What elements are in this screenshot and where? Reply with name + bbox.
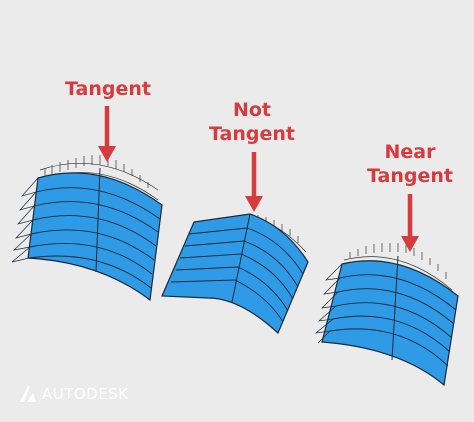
label-tangent: Tangent	[58, 77, 158, 101]
label-near-tangent: Near Tangent	[358, 140, 462, 188]
label-not-tangent-line1: Not	[232, 99, 272, 121]
arrow-near-tangent	[401, 194, 419, 252]
autodesk-logo: AUTODESK	[18, 385, 129, 403]
autodesk-wordmark: AUTODESK	[42, 385, 129, 403]
surface-tangent	[11, 155, 163, 302]
label-near-tangent-line2: Tangent	[367, 165, 453, 187]
arrow-tangent	[98, 106, 116, 162]
surface-not-tangent	[161, 213, 309, 335]
label-near-tangent-line1: Near	[384, 141, 436, 163]
label-not-tangent-line2: Tangent	[209, 123, 295, 145]
label-tangent-text: Tangent	[65, 78, 151, 100]
arrow-not-tangent	[245, 152, 263, 212]
surface-near-tangent	[314, 243, 459, 387]
autodesk-logo-icon	[20, 386, 36, 402]
label-not-tangent: Not Tangent	[192, 98, 312, 146]
